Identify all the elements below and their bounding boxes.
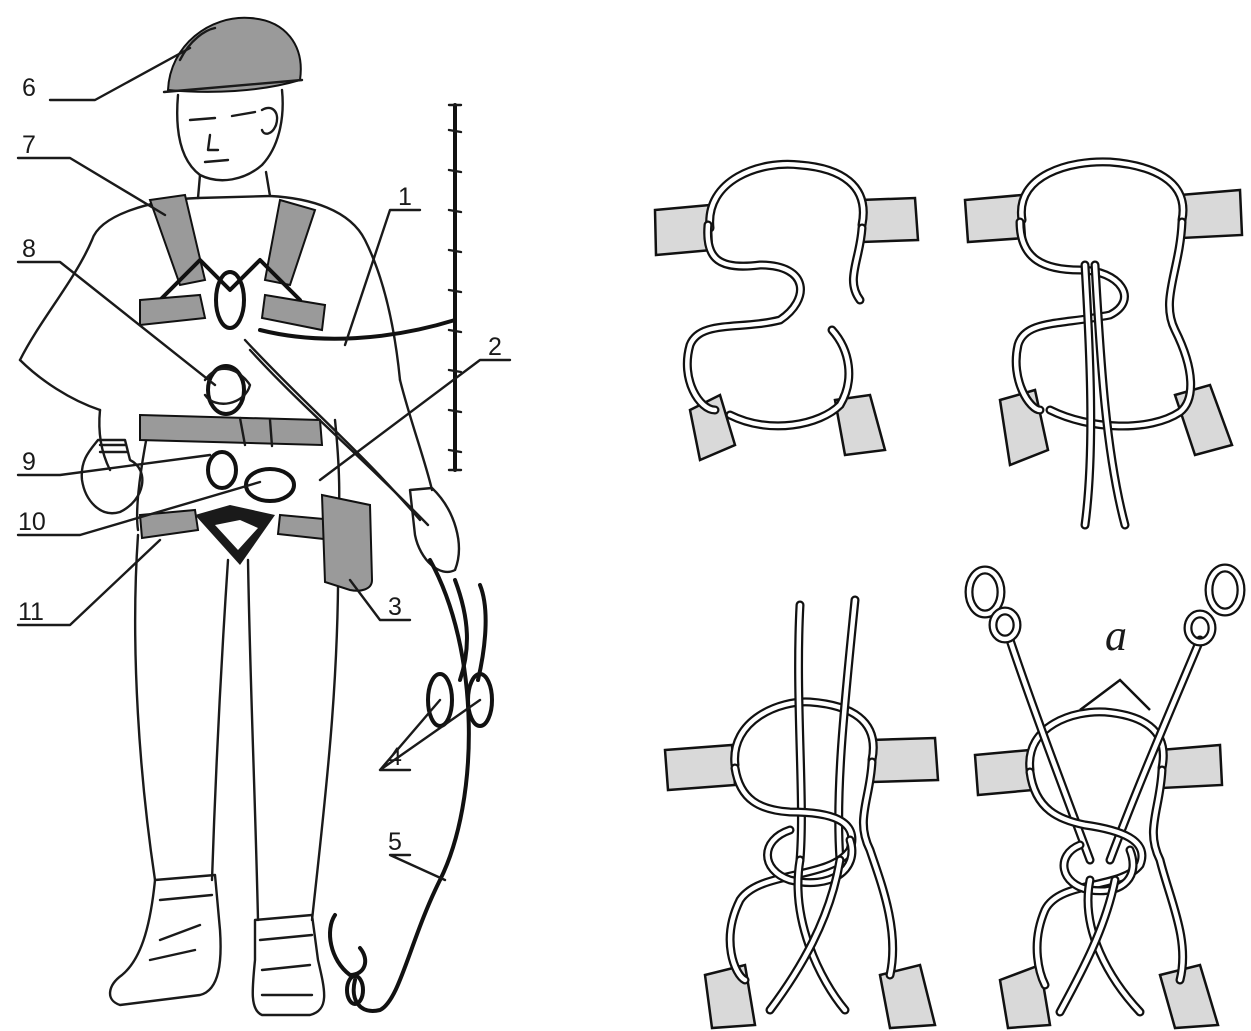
callout-1: 1 bbox=[398, 183, 412, 211]
helmet bbox=[164, 18, 302, 92]
callout-4: 4 bbox=[388, 743, 402, 771]
climber-figure bbox=[20, 18, 492, 1015]
leader-lines bbox=[18, 48, 510, 880]
waist-belt bbox=[140, 415, 322, 446]
shoulder-straps bbox=[140, 195, 325, 330]
left-glove bbox=[82, 440, 143, 513]
callout-2: 2 bbox=[488, 333, 502, 361]
leader-9 bbox=[18, 455, 210, 475]
callout-8: 8 bbox=[22, 235, 36, 263]
panel-label-a: a bbox=[1105, 611, 1127, 660]
legs bbox=[135, 535, 338, 920]
knot-step-3 bbox=[665, 600, 938, 1028]
callout-3: 3 bbox=[388, 593, 402, 621]
snap-hook bbox=[330, 915, 365, 1004]
head bbox=[177, 90, 282, 180]
callout-labels: 6 7 8 9 10 11 1 2 3 4 5 bbox=[18, 74, 502, 856]
gear-bag bbox=[322, 495, 372, 591]
callout-7: 7 bbox=[22, 131, 36, 159]
knot-step-1 bbox=[655, 164, 918, 460]
leader-1 bbox=[345, 210, 420, 345]
callout-9: 9 bbox=[22, 448, 36, 476]
left-boot bbox=[110, 875, 221, 1005]
long-lanyard bbox=[354, 560, 469, 1011]
callout-11: 11 bbox=[18, 598, 44, 626]
callout-10: 10 bbox=[18, 508, 46, 536]
right-boot bbox=[253, 915, 324, 1015]
ice-axe bbox=[449, 105, 461, 470]
leader-2 bbox=[320, 360, 510, 480]
knot-step-4: a bbox=[969, 568, 1241, 1028]
knot-step-2 bbox=[965, 162, 1242, 525]
leg-loops bbox=[140, 505, 335, 565]
right-hand bbox=[410, 488, 459, 572]
callout-6: 6 bbox=[22, 74, 36, 102]
callout-5: 5 bbox=[388, 828, 402, 856]
leader-5 bbox=[390, 855, 445, 880]
